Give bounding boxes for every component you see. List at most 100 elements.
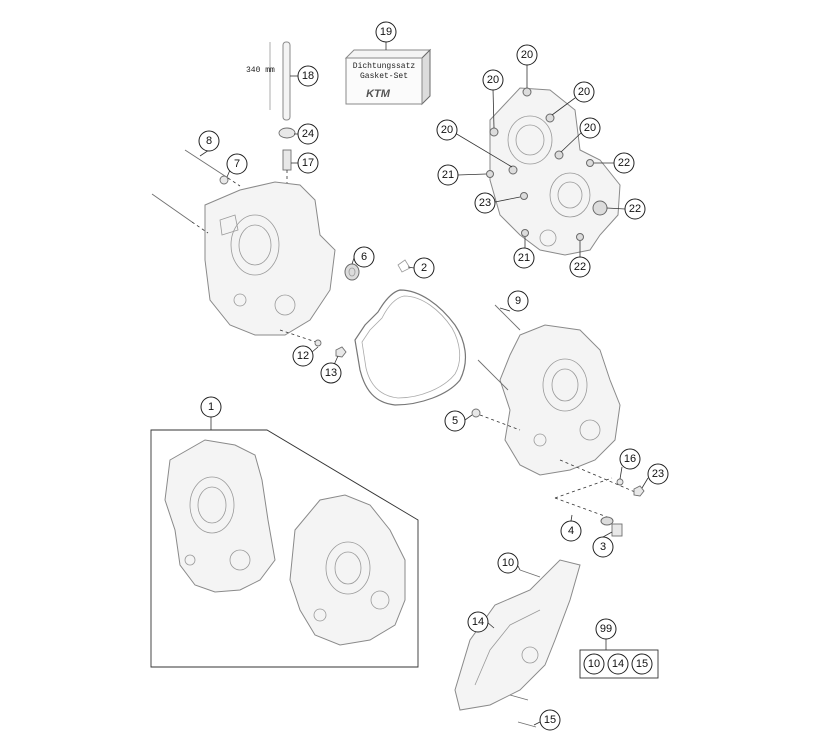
callout-19[interactable]: 19 bbox=[375, 21, 397, 43]
repair-kit-box bbox=[579, 639, 659, 679]
callout-22a[interactable]: 22 bbox=[613, 152, 635, 174]
callout-14[interactable]: 14 bbox=[467, 611, 489, 633]
svg-text:14: 14 bbox=[472, 616, 484, 628]
bolt-7 bbox=[219, 175, 229, 185]
svg-text:17: 17 bbox=[302, 157, 314, 169]
seal-ring-4 bbox=[554, 477, 614, 526]
svg-text:22: 22 bbox=[574, 261, 586, 273]
callout-2[interactable]: 2 bbox=[413, 257, 435, 279]
ktm-logo: KTM bbox=[366, 88, 391, 100]
plug-3 bbox=[611, 523, 623, 537]
left-crankcase-half bbox=[204, 181, 336, 336]
callout-16[interactable]: 16 bbox=[619, 448, 641, 470]
callout-24[interactable]: 24 bbox=[297, 123, 319, 145]
bolt-12 bbox=[279, 329, 322, 347]
svg-text:13: 13 bbox=[325, 367, 337, 379]
dowel-pins bbox=[486, 87, 594, 241]
svg-text:20: 20 bbox=[487, 74, 499, 86]
callout-21a[interactable]: 21 bbox=[437, 164, 459, 186]
crankcase-assembly-right bbox=[289, 494, 406, 646]
callout-3[interactable]: 3 bbox=[592, 536, 614, 558]
right-crankcase-half-rear bbox=[489, 87, 621, 256]
callout-22c[interactable]: 22 bbox=[569, 256, 591, 278]
svg-text:16: 16 bbox=[624, 453, 636, 465]
bolt-10 bbox=[519, 569, 541, 578]
svg-text:1: 1 bbox=[208, 401, 214, 413]
bolts-15 bbox=[509, 694, 537, 728]
svg-text:14: 14 bbox=[612, 658, 624, 670]
callout-99[interactable]: 99 bbox=[595, 618, 617, 640]
callout-6[interactable]: 6 bbox=[353, 246, 375, 268]
callout-12[interactable]: 12 bbox=[292, 345, 314, 367]
svg-text:15: 15 bbox=[544, 714, 556, 726]
bolt-9 bbox=[494, 304, 521, 331]
svg-text:22: 22 bbox=[618, 157, 630, 169]
svg-text:15: 15 bbox=[636, 658, 648, 670]
breather-tube: 340 mm bbox=[246, 41, 291, 121]
hose-clamp bbox=[278, 127, 296, 139]
callout-23a[interactable]: 23 bbox=[474, 192, 496, 214]
svg-text:23: 23 bbox=[652, 468, 664, 480]
callout-9[interactable]: 9 bbox=[507, 290, 529, 312]
svg-text:3: 3 bbox=[600, 541, 606, 553]
callout-kit-15[interactable]: 15 bbox=[631, 653, 653, 675]
callout-20e[interactable]: 20 bbox=[579, 117, 601, 139]
svg-text:21: 21 bbox=[518, 252, 530, 264]
callout-4[interactable]: 4 bbox=[560, 520, 582, 542]
crankcase-assembly-left bbox=[164, 439, 276, 593]
svg-text:19: 19 bbox=[380, 26, 392, 38]
nut-23 bbox=[633, 485, 645, 497]
callout-7[interactable]: 7 bbox=[226, 153, 248, 175]
callout-23b[interactable]: 23 bbox=[647, 463, 669, 485]
sprocket-cover bbox=[454, 559, 581, 711]
svg-text:18: 18 bbox=[302, 70, 314, 82]
callout-8[interactable]: 8 bbox=[198, 130, 220, 152]
svg-text:8: 8 bbox=[206, 135, 212, 147]
callout-kit-10[interactable]: 10 bbox=[583, 653, 605, 675]
svg-text:10: 10 bbox=[502, 557, 514, 569]
svg-text:12: 12 bbox=[297, 350, 309, 362]
gasket-box-line1: Dichtungssatz bbox=[353, 62, 416, 71]
svg-text:20: 20 bbox=[521, 49, 533, 61]
callout-22b[interactable]: 22 bbox=[624, 198, 646, 220]
svg-text:2: 2 bbox=[421, 262, 427, 274]
callout-kit-14[interactable]: 14 bbox=[607, 653, 629, 675]
bolt-long-2 bbox=[477, 359, 509, 391]
svg-text:23: 23 bbox=[479, 197, 491, 209]
crankcase-assembly-frame bbox=[150, 429, 419, 668]
crankcase-gasket bbox=[354, 259, 467, 406]
screw-5 bbox=[471, 408, 521, 431]
svg-text:20: 20 bbox=[441, 124, 453, 136]
callout-21b[interactable]: 21 bbox=[513, 247, 535, 269]
callout-20b[interactable]: 20 bbox=[482, 69, 504, 91]
callout-13[interactable]: 13 bbox=[320, 362, 342, 384]
callout-18[interactable]: 18 bbox=[297, 65, 319, 87]
dimension-label: 340 mm bbox=[246, 66, 275, 75]
bolt-long bbox=[151, 193, 209, 234]
bolt-8 bbox=[184, 149, 241, 187]
svg-text:10: 10 bbox=[588, 658, 600, 670]
callout-20a[interactable]: 20 bbox=[516, 44, 538, 66]
svg-text:9: 9 bbox=[515, 295, 521, 307]
callout-10[interactable]: 10 bbox=[497, 552, 519, 574]
nut-13 bbox=[335, 346, 347, 358]
svg-text:99: 99 bbox=[600, 623, 612, 635]
callout-15[interactable]: 15 bbox=[539, 709, 561, 731]
callout-20c[interactable]: 20 bbox=[573, 81, 595, 103]
callout-1[interactable]: 1 bbox=[200, 396, 222, 418]
callout-20d[interactable]: 20 bbox=[436, 119, 458, 141]
svg-text:21: 21 bbox=[442, 169, 454, 181]
seal-6 bbox=[344, 263, 360, 281]
callout-17[interactable]: 17 bbox=[297, 152, 319, 174]
callout-5[interactable]: 5 bbox=[444, 410, 466, 432]
leader-lines bbox=[199, 42, 649, 726]
svg-text:4: 4 bbox=[568, 525, 574, 537]
svg-text:24: 24 bbox=[302, 128, 314, 140]
gasket-set-box: Dichtungssatz Gasket-Set KTM bbox=[344, 48, 432, 106]
svg-text:20: 20 bbox=[584, 122, 596, 134]
svg-text:5: 5 bbox=[452, 415, 458, 427]
gasket-box-line2: Gasket-Set bbox=[360, 72, 408, 81]
svg-text:6: 6 bbox=[361, 251, 367, 263]
svg-text:7: 7 bbox=[234, 158, 240, 170]
